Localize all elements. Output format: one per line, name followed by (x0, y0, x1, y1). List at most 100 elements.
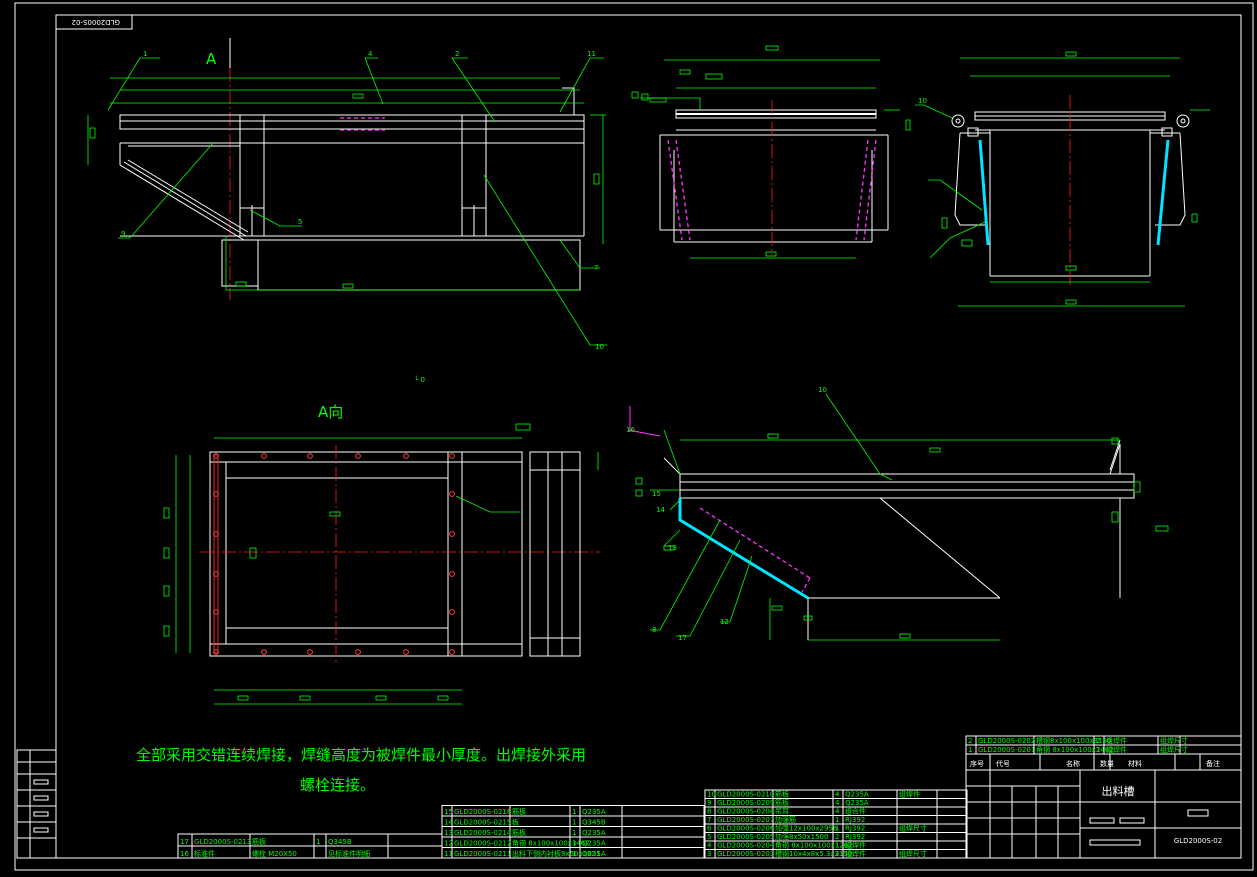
bom_middle-cell: 1 (835, 842, 839, 850)
title-name: 出料槽 (1102, 784, 1135, 798)
bolt-hole (403, 649, 409, 655)
bom_middle-cell: 组合件 (845, 807, 866, 816)
bolt-hole (449, 609, 455, 615)
bom_middle-cell: 9 (707, 799, 711, 807)
section-a-label: A (206, 50, 217, 68)
outer-border (14, 2, 1254, 871)
bom_lower-cell: 筋板 (512, 828, 526, 837)
bolt-hole (449, 453, 455, 459)
callout-2: 2 (455, 50, 459, 58)
bom_middle-cell: 7 (707, 816, 711, 824)
bom_middle-cell: 组焊尺寸 (899, 824, 927, 833)
bom_middle-cell: 4 (835, 791, 840, 799)
bom_middle-cell: GLD2000S-0204 (717, 842, 775, 850)
bom-header-remark: 备注 (1206, 759, 1220, 768)
callout-12: 12 (720, 618, 729, 626)
bom_upper-cell: 角钢 8x100x100x1462 (1036, 745, 1114, 754)
bom_left-cell: 筋板 (252, 837, 266, 846)
bom_lower-cell: 1 (572, 829, 576, 837)
bom_lower-cell: GLD2000S-0215 (454, 819, 511, 827)
bom_middle-cell: 组焊尺寸 (899, 849, 927, 858)
bolt-hole (449, 491, 455, 497)
bom_lower-cell: GLD2000S-0211 (454, 850, 511, 858)
welding-note-line2: 螺栓连接。 (300, 776, 375, 794)
view-side (631, 45, 911, 259)
bom_left-cell: GLD2000S-0213 (194, 838, 251, 846)
bom_middle-cell: 1 (835, 825, 839, 833)
bom_lower-cell: Q235A (582, 850, 606, 858)
bom_lower-cell: Q235A (582, 808, 606, 816)
title-drawing-no: GLD2000S-02 (1174, 837, 1222, 845)
bom_middle-cell: 加强8x50x1500 (775, 832, 828, 841)
bolt-hole (355, 649, 361, 655)
top-drawing-number: GLD2000S-02 (72, 18, 120, 26)
bom_lower-cell: Q345B (582, 819, 606, 827)
bom-header-code: 代号 (996, 759, 1010, 768)
title-block: 出料槽 GLD2000S-02 (965, 769, 1242, 859)
bolt-hole (307, 453, 313, 459)
bolt-hole (213, 453, 219, 459)
bom_middle-cell: RJ392 (845, 825, 865, 833)
bom_left-cell: 见标准件明细 (328, 849, 370, 858)
callout-9: 10 (918, 97, 927, 105)
bom_middle-cell: 组焊件 (899, 790, 920, 799)
bom_left-cell: 螺栓 M20X50 (252, 849, 297, 858)
bom_middle-cell: 4 (835, 808, 840, 816)
callout-15: 15 (652, 490, 661, 498)
callout-7: 8 (652, 626, 656, 634)
bolt-hole (261, 649, 267, 655)
callout-9b: 10 (818, 386, 827, 394)
bom_middle-cell: Q235A (845, 799, 869, 807)
callout-3: 4 (368, 50, 373, 58)
bom_middle-cell: 4 (835, 799, 840, 807)
bom_middle-cell: 加强筋 (775, 815, 796, 824)
bom_middle-cell: 10 (707, 791, 716, 799)
bolt-hole (449, 571, 455, 577)
view-end: 10 (915, 51, 1210, 307)
bolt-hole (213, 491, 219, 497)
bolt-hole (213, 609, 219, 615)
bom_middle-cell: GLD2000S-0203 (717, 850, 774, 858)
bom_lower-cell: 14 (444, 819, 453, 827)
bolt-hole (403, 453, 409, 459)
bom_left-cell: 标准件 (194, 849, 215, 858)
bom_left-cell: Q345B (328, 838, 352, 846)
bom_lower-cell: 板 (512, 818, 519, 827)
bom_lower-cell: 11 (444, 850, 453, 858)
bom-header-seq: 序号 (970, 759, 984, 768)
bolt-hole (449, 649, 455, 655)
callout-8: 9 (121, 230, 125, 238)
bom_upper-cell: 组焊尺寸 (1160, 745, 1188, 754)
bom_middle-cell: 2 (835, 850, 839, 858)
bom_middle-cell: 8 (707, 808, 711, 816)
bom_middle-cell: GLD2000S-0206 (717, 825, 775, 833)
bom_middle-cell: 4 (707, 842, 712, 850)
bom_lower-cell: 筋板 (512, 807, 526, 816)
top-number-box (55, 14, 133, 30)
view-a-direction: A向 (163, 403, 600, 705)
bom_upper-cell: 组焊尺寸 (1160, 736, 1188, 745)
bom-header-material: 材料 (1128, 759, 1142, 768)
bolt-hole (213, 571, 219, 577)
bom_lower-cell: 1 (572, 850, 576, 858)
view-section: 10 8 17 12 13 14 15 16 (626, 386, 1169, 642)
callout-10: 10 (595, 343, 604, 351)
bom_upper-cell: 2 (1096, 737, 1100, 745)
bom_left-cell: 17 (180, 838, 189, 846)
bom_middle-cell: 2 (835, 833, 839, 841)
bom_lower-cell: 1 (572, 808, 576, 816)
bom_upper-cell: GLD2000S-0202 (978, 737, 1035, 745)
callout-13: 13 (668, 544, 677, 552)
bom_upper-cell: 组焊件 (1106, 745, 1127, 754)
callout-6: 7 (594, 264, 598, 272)
bom_middle-cell: GLD2000S-0209 (717, 799, 774, 807)
view-main-elevation: A (87, 38, 607, 351)
bom_lower-cell: Q235A (582, 840, 606, 848)
bom_lower-cell: 出料下侧内衬板8x50x1621 (512, 849, 600, 858)
bom_middle-cell: 5 (707, 833, 711, 841)
callout-16: 16 (626, 426, 635, 434)
bom_middle-cell: GLD2000S-0205 (717, 833, 774, 841)
callout-14: 14 (656, 506, 665, 514)
